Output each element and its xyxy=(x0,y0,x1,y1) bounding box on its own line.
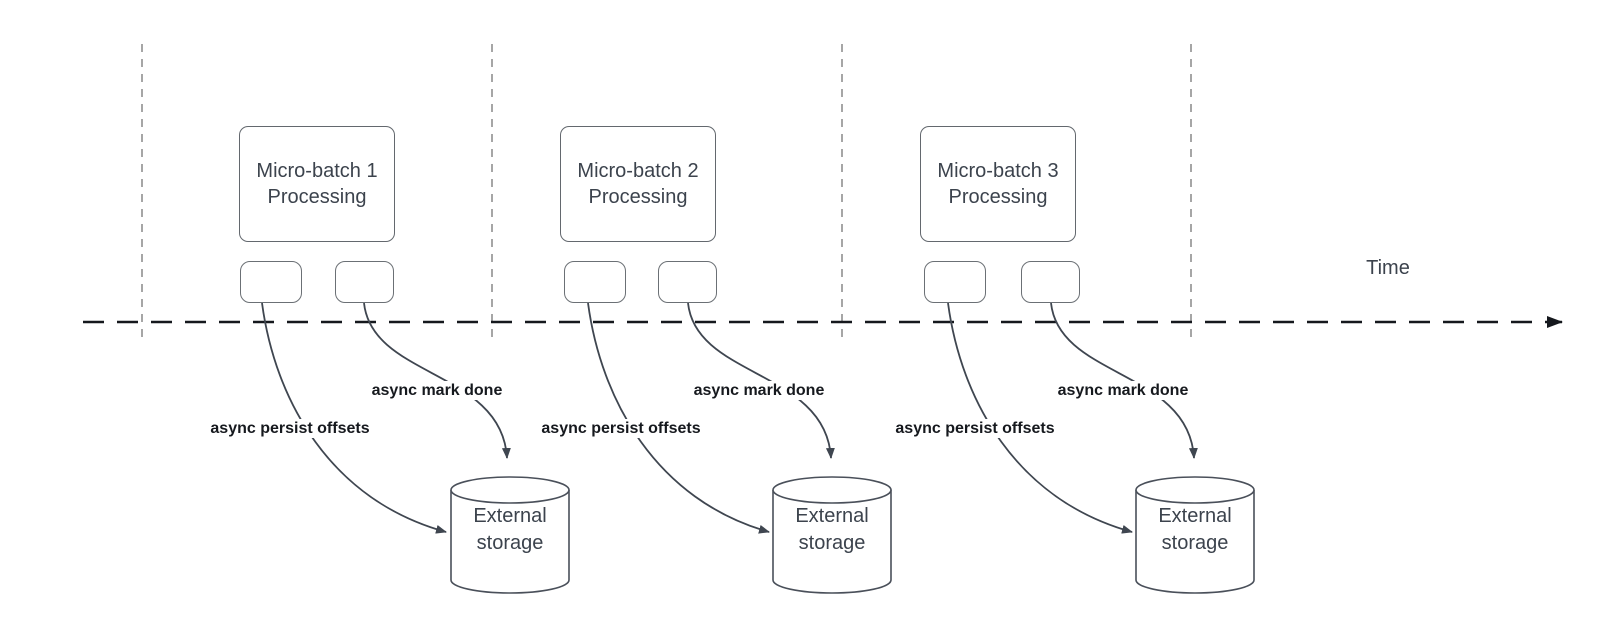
micro-batch-2-processing-box: Micro-batch 2 Processing xyxy=(560,126,716,242)
external-storage-label: External storage xyxy=(1158,505,1232,554)
persist-offsets-arrow xyxy=(261,302,447,534)
micro-batch-3-processing-box: Micro-batch 3 Processing xyxy=(920,126,1076,242)
mark-done-label: async mark done xyxy=(352,381,522,400)
mark-done-task-rect xyxy=(1021,261,1080,303)
persist-offsets-task-rect xyxy=(564,261,626,303)
persist-offsets-label: async persist offsets xyxy=(531,419,711,438)
mark-done-task-rect xyxy=(335,261,394,303)
mark-done-arrow xyxy=(1050,302,1198,459)
persist-offsets-label: async persist offsets xyxy=(885,419,1065,438)
mark-done-label: async mark done xyxy=(674,381,844,400)
mark-done-arrow xyxy=(363,302,511,459)
persist-offsets-arrow xyxy=(947,302,1133,534)
external-storage-label: External storage xyxy=(473,505,547,554)
mark-done-task-rect xyxy=(658,261,717,303)
persist-offsets-arrow xyxy=(587,302,770,534)
mark-done-arrow xyxy=(687,302,835,459)
micro-batch-1-processing-box: Micro-batch 1 Processing xyxy=(239,126,395,242)
external-storage-cylinder xyxy=(1135,476,1255,594)
external-storage-cylinder xyxy=(772,476,892,594)
time-label: Time xyxy=(1366,257,1410,279)
persist-offsets-task-rect xyxy=(924,261,986,303)
mark-done-label: async mark done xyxy=(1038,381,1208,400)
persist-offsets-label: async persist offsets xyxy=(200,419,380,438)
external-storage-cylinder xyxy=(450,476,570,594)
external-storage-label: External storage xyxy=(795,505,869,554)
persist-offsets-task-rect xyxy=(240,261,302,303)
